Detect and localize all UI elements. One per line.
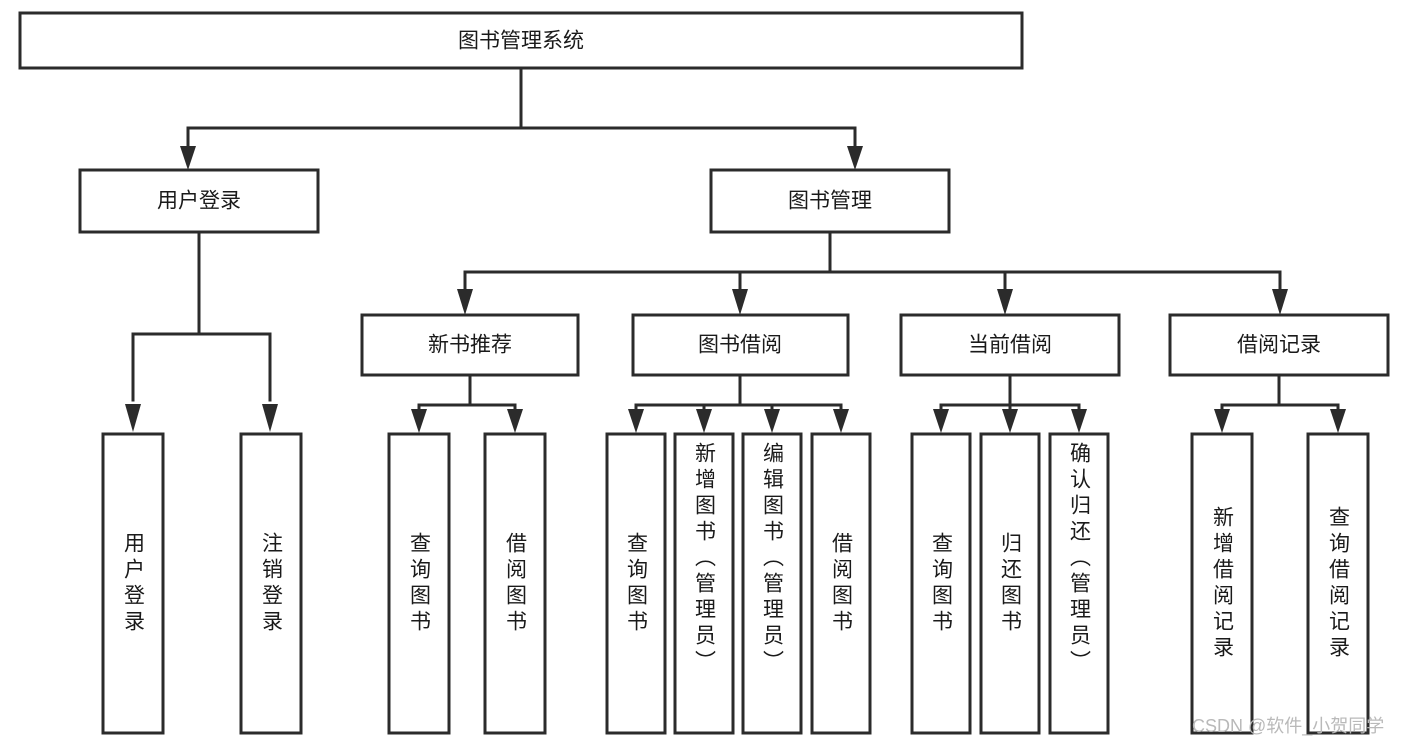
node-box-borrow-record[interactable] bbox=[1168, 313, 1390, 377]
arrow-head-user-login bbox=[180, 146, 196, 170]
node-root-book-management-system[interactable]: 图书管理系统 bbox=[18, 11, 1024, 70]
node-label-book-manage: 图书管理 bbox=[788, 190, 872, 213]
node-box-current-borrow[interactable] bbox=[899, 313, 1121, 377]
node-label-new-book-recommend: 新书推荐 bbox=[428, 334, 512, 357]
arrow-head-leaf-borrow-book bbox=[833, 409, 849, 433]
node-label-current-borrow: 当前借阅 bbox=[968, 334, 1052, 357]
arrow-head-borrow-record bbox=[1272, 289, 1288, 315]
arrow-head-leaf-user-logout bbox=[262, 404, 278, 432]
arrow-head-leaf-confirm-return-admin bbox=[1071, 409, 1087, 433]
node-current-borrow[interactable]: 当前借阅 bbox=[899, 313, 1121, 377]
node-box-leaf-add-borrow-record[interactable] bbox=[1190, 432, 1254, 735]
node-box-root[interactable] bbox=[18, 11, 1024, 70]
node-label-root: 图书管理系统 bbox=[458, 30, 584, 53]
node-book-borrow[interactable]: 图书借阅 bbox=[631, 313, 850, 377]
node-box-leaf-confirm-return-admin[interactable] bbox=[1048, 432, 1110, 735]
arrow-head-leaf-query-book-rec bbox=[411, 409, 427, 433]
arrow-head-leaf-query-book-borrow bbox=[628, 409, 644, 433]
connector-currentborrow-to-leaves bbox=[933, 373, 1087, 433]
arrow-head-leaf-add-book-admin bbox=[696, 409, 712, 433]
arrow-head-new-book-recommend bbox=[457, 289, 473, 315]
node-box-book-manage[interactable] bbox=[709, 168, 951, 234]
node-new-book-recommend[interactable]: 新书推荐 bbox=[360, 313, 580, 377]
node-box-new-book-recommend[interactable] bbox=[360, 313, 580, 377]
node-box-user-login[interactable] bbox=[78, 168, 320, 234]
node-label-borrow-record: 借阅记录 bbox=[1237, 334, 1321, 357]
connector-bookborrow-to-leaves bbox=[628, 373, 849, 433]
arrow-head-leaf-query-borrow-record bbox=[1330, 409, 1346, 433]
node-label-user-login: 用户登录 bbox=[157, 190, 241, 213]
node-box-leaf-user-logout[interactable] bbox=[239, 432, 303, 735]
arrow-head-book-borrow bbox=[732, 289, 748, 315]
connector-borrowrecord-to-leaves bbox=[1214, 373, 1346, 433]
node-borrow-record[interactable]: 借阅记录 bbox=[1168, 313, 1390, 377]
node-box-leaf-add-book-admin[interactable] bbox=[673, 432, 735, 735]
node-book-manage[interactable]: 图书管理 bbox=[709, 168, 951, 234]
node-box-leaf-user-login[interactable] bbox=[101, 432, 165, 735]
arrow-head-leaf-user-login bbox=[125, 404, 141, 432]
connector-newbook-to-leaves bbox=[411, 373, 523, 433]
arrow-head-leaf-borrow-book-rec bbox=[507, 409, 523, 433]
arrow-head-leaf-add-borrow-record bbox=[1214, 409, 1230, 433]
connector-userlogin-to-leaves bbox=[125, 230, 278, 432]
node-label-book-borrow: 图书借阅 bbox=[698, 334, 782, 357]
arrow-head-book-manage bbox=[847, 146, 863, 170]
node-box-leaf-query-book-rec[interactable] bbox=[387, 432, 451, 735]
node-box-leaf-query-book-borrow[interactable] bbox=[605, 432, 667, 735]
node-box-leaf-edit-book-admin[interactable] bbox=[741, 432, 803, 735]
arrow-head-current-borrow bbox=[997, 289, 1013, 315]
node-box-leaf-return-book[interactable] bbox=[979, 432, 1041, 735]
node-box-leaf-borrow-book-rec[interactable] bbox=[483, 432, 547, 735]
node-box-leaf-query-borrow-record[interactable] bbox=[1306, 432, 1370, 735]
node-box-book-borrow[interactable] bbox=[631, 313, 850, 377]
node-box-leaf-borrow-book[interactable] bbox=[810, 432, 872, 735]
arrow-head-leaf-edit-book-admin bbox=[764, 409, 780, 433]
node-user-login[interactable]: 用户登录 bbox=[78, 168, 320, 234]
arrow-head-leaf-query-book-current bbox=[933, 409, 949, 433]
node-box-leaf-query-book-current[interactable] bbox=[910, 432, 972, 735]
arrow-head-leaf-return-book bbox=[1002, 409, 1018, 433]
connector-bookmanage-to-level3 bbox=[457, 230, 1288, 315]
connector-root-to-level2 bbox=[180, 66, 863, 170]
